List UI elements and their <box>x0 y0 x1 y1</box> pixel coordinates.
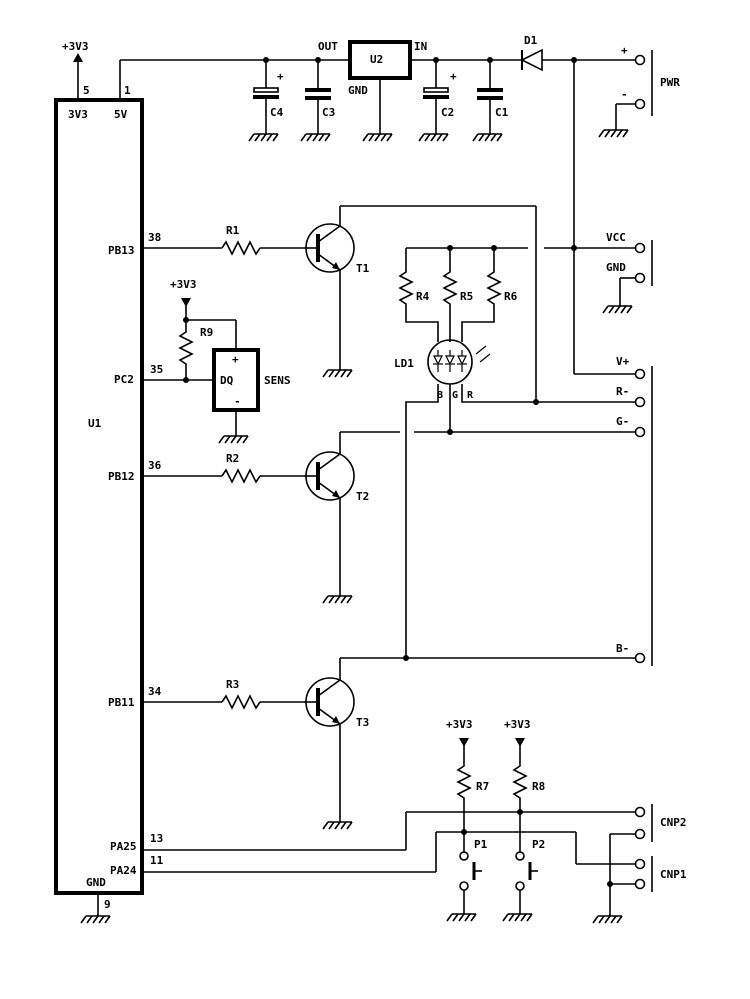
pwr-label: PWR <box>660 76 680 89</box>
r3-label: R3 <box>226 678 239 691</box>
in-label: IN <box>414 40 427 53</box>
r8-label: R8 <box>532 780 545 793</box>
pb11-label: PB11 <box>108 696 135 709</box>
pin13-label: 13 <box>150 832 163 845</box>
sensor-sens: +3V3 R9 35 DQ SENS + - <box>142 278 291 444</box>
button-p1: +3V3 R7 P1 <box>446 718 489 922</box>
button-p2: +3V3 R8 P2 <box>502 718 545 922</box>
led-g-label: G <box>452 390 458 401</box>
transistor-t1-stage: 38 R1 T1 <box>142 205 537 402</box>
pwr-plus-label: + <box>621 44 628 57</box>
capacitor-c2: + C2 <box>418 60 457 142</box>
c3-label: C3 <box>322 106 335 119</box>
pin9-label: 9 <box>104 898 111 911</box>
gminus-label: G- <box>616 415 629 428</box>
sens-minus-label: - <box>234 395 241 408</box>
sens-label: SENS <box>264 374 291 387</box>
plus3v3-top-net: +3V3 5 <box>62 40 90 100</box>
r2-label: R2 <box>226 452 239 465</box>
rminus-label: R- <box>616 385 629 398</box>
pin38-label: 38 <box>148 231 161 244</box>
c2-plus-label: + <box>450 70 457 83</box>
c4-plus-label: + <box>277 70 284 83</box>
u1-5v-pin-label: 5V <box>114 108 128 121</box>
pwr-minus-label: - <box>621 88 628 101</box>
u2-gnd-label: GND <box>348 84 368 97</box>
connector-vcc-gnd: VCC GND <box>602 231 653 314</box>
pb13-label: PB13 <box>108 244 135 257</box>
cnp1-label: CNP1 <box>660 868 687 881</box>
vcc-label: VCC <box>606 231 626 244</box>
plus3v3-r7-label: +3V3 <box>446 718 473 731</box>
connector-pwr: PWR + - <box>598 44 680 138</box>
led-r-label: R <box>467 390 474 401</box>
connector-cnp: CNP2 CNP1 <box>592 804 687 924</box>
pin5-label: 5 <box>83 84 90 97</box>
sens-plus-label: + <box>232 353 239 366</box>
diode-d1: D1 <box>520 34 636 72</box>
button-nets: 13 11 <box>142 811 636 873</box>
vcc-rail <box>571 60 636 375</box>
led-resistors: R4 R5 R6 <box>398 245 574 342</box>
pin36-label: 36 <box>148 459 162 472</box>
vplus-label: V+ <box>616 355 630 368</box>
t1-label: T1 <box>356 262 370 275</box>
capacitor-c3: C3 <box>300 60 335 142</box>
connector-led: V+ R- G- B- <box>616 355 653 666</box>
p1-label: P1 <box>474 838 488 851</box>
bminus-label: B- <box>616 642 629 655</box>
cnp2-label: CNP2 <box>660 816 687 829</box>
r6-label: R6 <box>504 290 518 303</box>
pin1-label: 1 <box>124 84 131 97</box>
rgb-led-ld1: LD1 B G R <box>394 339 636 658</box>
dq-label: DQ <box>220 374 234 387</box>
pin35-label: 35 <box>150 363 163 376</box>
plus3v3-top-label: +3V3 <box>62 40 89 53</box>
u1-3v3-pin-label: 3V3 <box>68 108 88 121</box>
transistor-t2-stage: 36 R2 T2 <box>142 431 636 604</box>
r1-label: R1 <box>226 224 240 237</box>
r4-label: R4 <box>416 290 430 303</box>
ld1-label: LD1 <box>394 357 414 370</box>
r7-label: R7 <box>476 780 489 793</box>
pc2-label: PC2 <box>114 373 134 386</box>
c4-label: C4 <box>270 106 284 119</box>
plus3v3-sens-label: +3V3 <box>170 278 197 291</box>
plus3v3-r8-label: +3V3 <box>504 718 531 731</box>
pa25-label: PA25 <box>110 840 137 853</box>
p2-label: P2 <box>532 838 545 851</box>
r5-label: R5 <box>460 290 473 303</box>
c1-label: C1 <box>495 106 509 119</box>
u1-gnd-net: 9 <box>80 893 111 924</box>
gnd-conn-label: GND <box>606 261 626 274</box>
capacitor-c4: + C4 <box>248 60 284 142</box>
u1-ref: U1 <box>88 417 102 430</box>
r9-label: R9 <box>200 326 213 339</box>
pb12-label: PB12 <box>108 470 135 483</box>
led-b-label: B <box>437 390 443 401</box>
t2-label: T2 <box>356 490 369 503</box>
pin11-label: 11 <box>150 854 164 867</box>
u2-label: U2 <box>370 53 383 66</box>
transistor-t3-stage: 34 R3 T3 <box>142 655 636 830</box>
out-label: OUT <box>318 40 338 53</box>
u1-gnd-pin-label: GND <box>86 876 106 889</box>
pin34-label: 34 <box>148 685 162 698</box>
c2-label: C2 <box>441 106 454 119</box>
d1-label: D1 <box>524 34 538 47</box>
regulator-u2: U2 GND IN <box>348 40 522 142</box>
capacitor-c1: C1 <box>472 60 509 142</box>
pa24-label: PA24 <box>110 864 137 877</box>
u1-microcontroller: 3V3 5V U1 GND PB13 PC2 PB12 PB11 PA25 PA… <box>54 98 144 895</box>
t3-label: T3 <box>356 716 369 729</box>
